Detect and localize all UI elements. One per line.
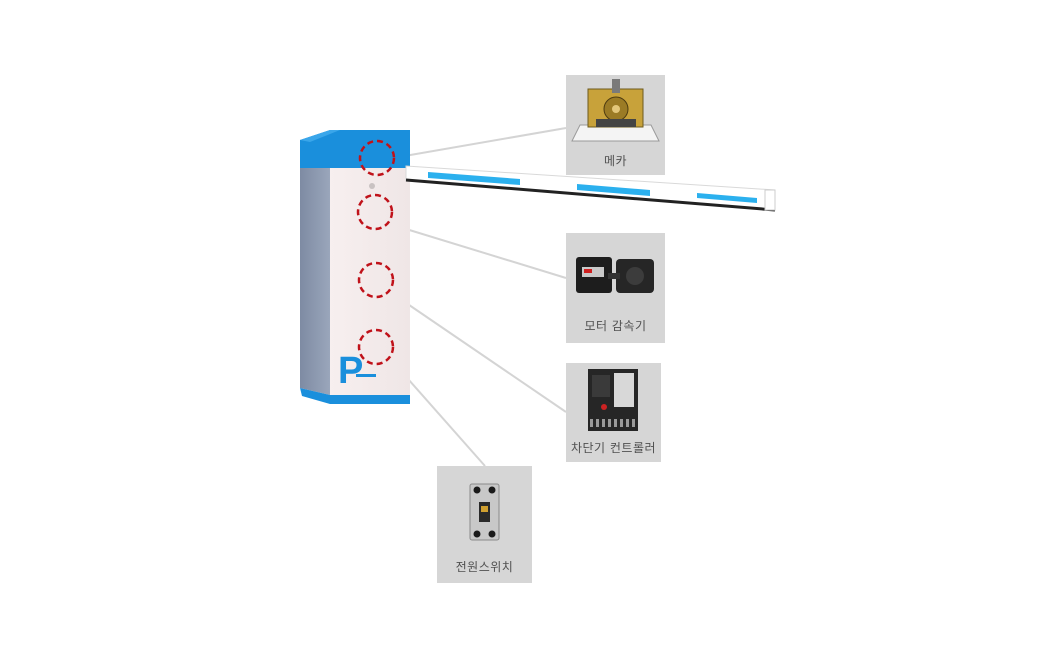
marker-circle-motor: [356, 193, 394, 231]
marker-circle-mecha: [358, 139, 396, 177]
boom-stripe: [577, 184, 650, 196]
component-label-mecha: 메카: [603, 154, 628, 168]
component-label-controller: 차단기 컨트롤러: [570, 441, 657, 455]
cabinet-top: [300, 130, 410, 168]
gear-mechanism-icon: [571, 79, 660, 142]
component-label-motor: 모터 감속기: [584, 319, 647, 333]
component-label-power: 전원스위치: [455, 560, 514, 574]
leader-line-controller: [392, 293, 567, 413]
leader-line-mecha: [392, 127, 567, 159]
marker-circles: [356, 139, 396, 366]
marker-circle-controller: [357, 261, 395, 299]
boom-stripe: [428, 172, 520, 185]
cabinet-base: [300, 388, 410, 404]
cabinet-side: [300, 168, 330, 395]
cabinet-logo: P: [338, 350, 363, 392]
barrier-cabinet: P: [300, 130, 410, 404]
leader-line-motor: [392, 224, 567, 279]
marker-circle-power: [357, 328, 395, 366]
component-card-power: 전원스위치: [437, 466, 532, 583]
motor-reducer-icon: [576, 257, 654, 293]
component-card-mecha: 메카: [566, 75, 665, 175]
boom-stripe: [697, 193, 757, 203]
component-card-controller: 차단기 컨트롤러: [566, 363, 661, 462]
component-card-motor: 모터 감속기: [566, 233, 665, 343]
cabinet-front: [330, 168, 410, 395]
boom-arm: [405, 165, 776, 212]
power-switch-icon: [469, 483, 500, 541]
controller-board-icon: [588, 369, 638, 431]
